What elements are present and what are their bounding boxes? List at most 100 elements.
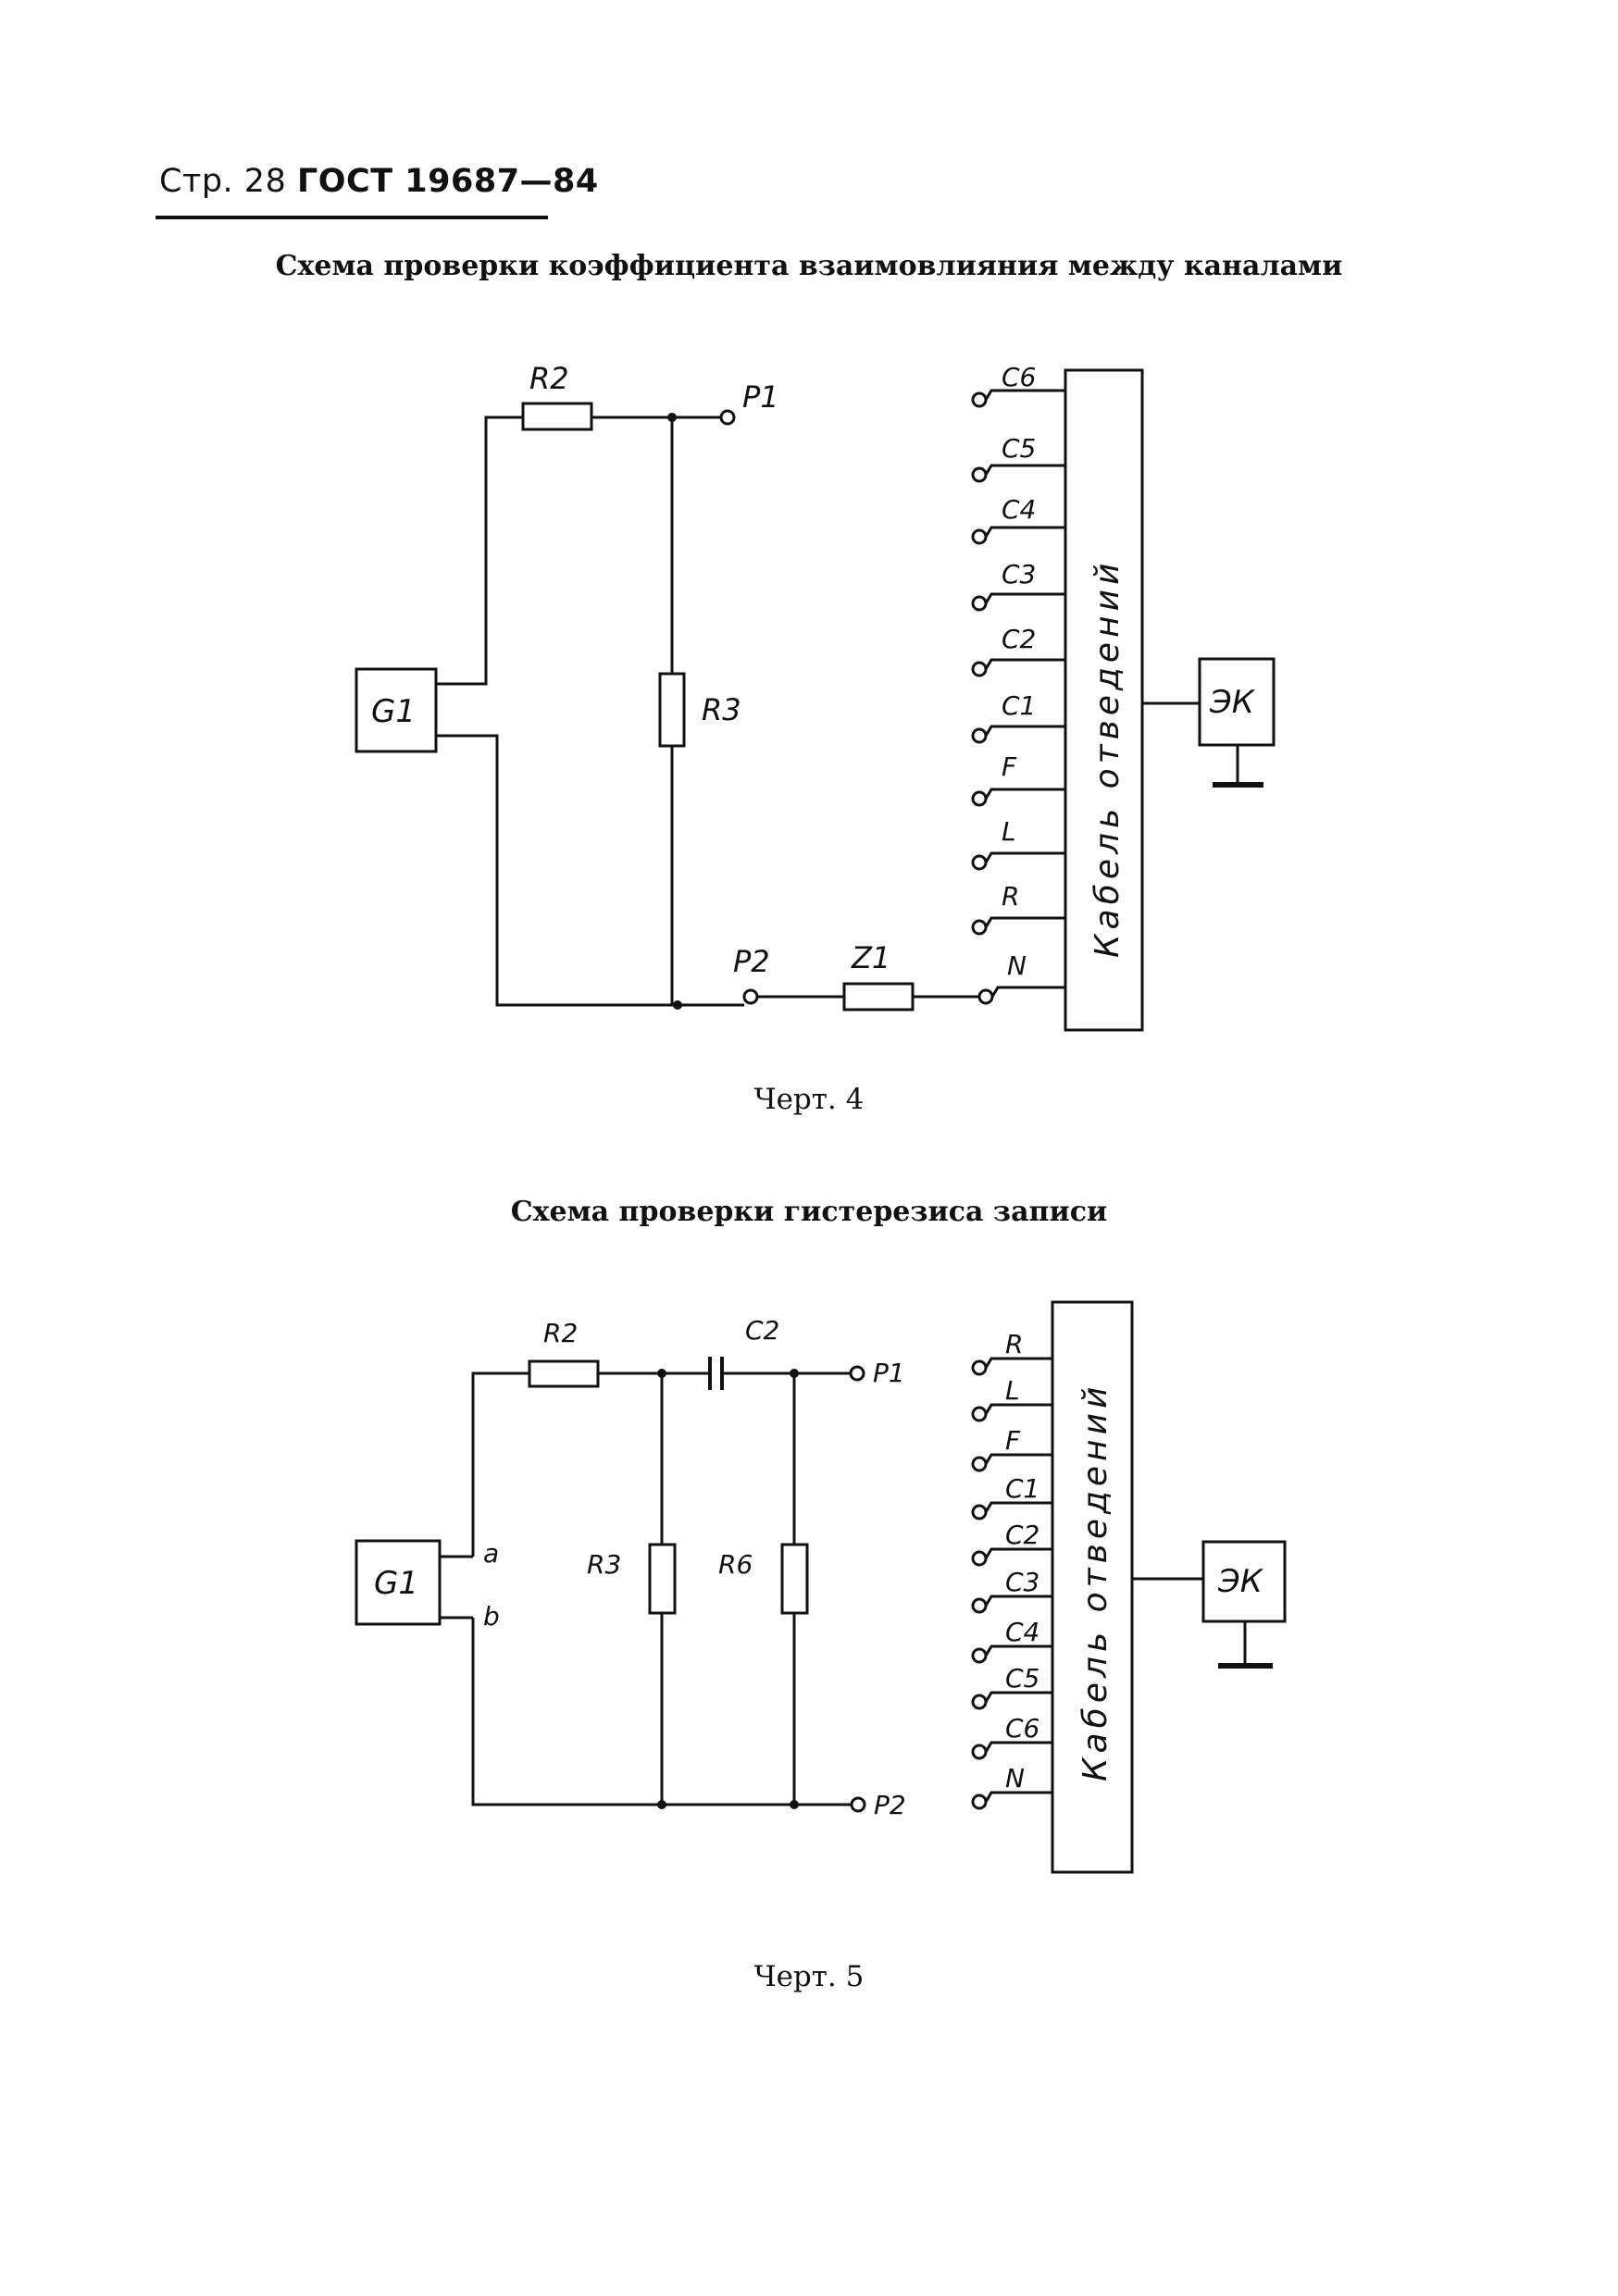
figure4-title: Схема проверки коэффициента взаимовлияни… <box>275 250 1343 282</box>
lead-label: C5 <box>1002 433 1036 464</box>
lead-label: C5 <box>1005 1663 1039 1694</box>
lead-c2: C2 <box>971 624 1065 677</box>
resistor-r3 <box>658 672 686 748</box>
resistor-r3-label: R3 <box>587 1549 621 1580</box>
lead-terminal <box>971 528 988 545</box>
generator-g1-box <box>355 667 438 753</box>
resistor-r2-label: R2 <box>543 1318 578 1348</box>
lead-f: F <box>971 751 1065 807</box>
wire-top-left <box>471 1371 529 1557</box>
lead-f: F <box>971 1425 1052 1472</box>
wire-g1-top <box>436 416 523 686</box>
figure5-schematic: G1 a b R2 C2 P1 R3 R6 P2 <box>355 1300 1287 1874</box>
figure4-leads: C6 C5 C4 C3 C2 <box>971 362 1065 1005</box>
lead-terminal <box>971 854 988 871</box>
standard-number: ГОСТ 19687—84 <box>296 163 599 200</box>
lead-terminal <box>971 391 988 408</box>
lead-terminal <box>971 1597 988 1614</box>
resistor-r3 <box>648 1543 677 1615</box>
lead-wire <box>984 725 1065 737</box>
lead-wire <box>984 464 1065 476</box>
lead-c2: C2 <box>971 1520 1052 1567</box>
lead-c3: C3 <box>971 1567 1052 1614</box>
lead-terminal <box>971 1504 988 1520</box>
lead-c1: C1 <box>971 1473 1052 1520</box>
lead-wire <box>984 1741 1052 1753</box>
lead-terminal <box>971 595 988 612</box>
lead-terminal <box>971 1456 988 1472</box>
lead-c5: C5 <box>971 1663 1052 1710</box>
figure5-leads: R L F C1 C2 <box>971 1329 1052 1810</box>
lead-terminal <box>971 466 988 483</box>
lead-n: N <box>971 1763 1052 1810</box>
lead-terminal <box>971 790 988 807</box>
lead-label: C2 <box>1005 1520 1039 1550</box>
figure4-schematic: G1 R2 P1 R3 P2 Z1 Кабель отведений ЭК <box>355 361 1276 1032</box>
lead-label: R <box>1005 1329 1023 1359</box>
figure5-title: Схема проверки гистерезиса записи <box>510 1196 1108 1228</box>
lead-c4: C4 <box>971 494 1065 545</box>
lead-wire <box>984 1403 1052 1415</box>
lead-c1: C1 <box>971 690 1065 744</box>
junction-r6-bottom <box>790 1800 799 1809</box>
header-rule <box>156 216 548 219</box>
lead-label: N <box>1007 950 1027 981</box>
resistor-r2 <box>528 1359 600 1388</box>
terminal-p1 <box>849 1365 865 1382</box>
lead-wire <box>984 389 1065 401</box>
generator-g1-box <box>355 1539 442 1626</box>
lead-wire <box>984 916 1065 928</box>
wire-bottom <box>471 1618 852 1806</box>
lead-label: C3 <box>1002 559 1036 590</box>
terminal-p2 <box>742 988 759 1005</box>
lead-wire <box>984 1691 1052 1703</box>
cable-label: Кабель отведений <box>1077 1383 1114 1781</box>
resistor-r2 <box>521 402 593 431</box>
terminal-p1-label: P1 <box>742 379 779 415</box>
lead-wire <box>984 1644 1052 1657</box>
lead-wire <box>990 986 1065 998</box>
lead-c6: C6 <box>971 362 1065 408</box>
lead-terminal <box>971 1550 988 1567</box>
lead-l: L <box>971 816 1065 871</box>
terminal-p2-label: P2 <box>733 944 770 979</box>
lead-label: C1 <box>1002 690 1036 721</box>
device-ek-label: ЭК <box>1209 684 1256 721</box>
generator-g1-label: G1 <box>371 693 416 730</box>
lead-label: C6 <box>1005 1713 1039 1744</box>
lead-label: N <box>1005 1763 1025 1793</box>
figure4-caption: Черт. 4 <box>753 1083 865 1116</box>
lead-terminal <box>971 1793 988 1810</box>
generator-g1-label: G1 <box>374 1565 418 1602</box>
lead-r: R <box>971 881 1065 936</box>
lead-terminal <box>971 727 988 744</box>
lead-label: C1 <box>1005 1473 1039 1504</box>
lead-wire <box>984 592 1065 604</box>
terminal-p2 <box>850 1796 866 1813</box>
page-number: Стр. 28 <box>159 163 287 200</box>
resistor-r2-label: R2 <box>529 361 569 396</box>
cable-block <box>1051 1300 1134 1874</box>
terminal-p2-label: P2 <box>874 1790 906 1820</box>
resistor-r6-label: R6 <box>718 1549 753 1580</box>
lead-l: L <box>971 1375 1052 1422</box>
figure5-caption: Черт. 5 <box>753 1960 865 1993</box>
wire-g1-bottom <box>436 734 678 1007</box>
lead-terminal <box>971 919 988 936</box>
lead-terminal <box>971 1744 988 1760</box>
lead-wire <box>984 1595 1052 1607</box>
lead-wire <box>984 851 1065 863</box>
device-ek-label: ЭК <box>1217 1563 1264 1600</box>
terminal-p1 <box>719 409 736 426</box>
lead-label: C3 <box>1005 1567 1039 1597</box>
lead-wire <box>984 1501 1052 1513</box>
lead-c3: C3 <box>971 559 1065 612</box>
lead-terminal <box>971 1647 988 1664</box>
lead-label: L <box>1002 816 1016 847</box>
capacitor-c2-label: C2 <box>745 1315 779 1346</box>
lead-wire <box>984 1791 1052 1803</box>
impedance-z1-label: Z1 <box>851 940 890 975</box>
lead-wire <box>984 526 1065 538</box>
lead-label: F <box>1002 751 1017 782</box>
